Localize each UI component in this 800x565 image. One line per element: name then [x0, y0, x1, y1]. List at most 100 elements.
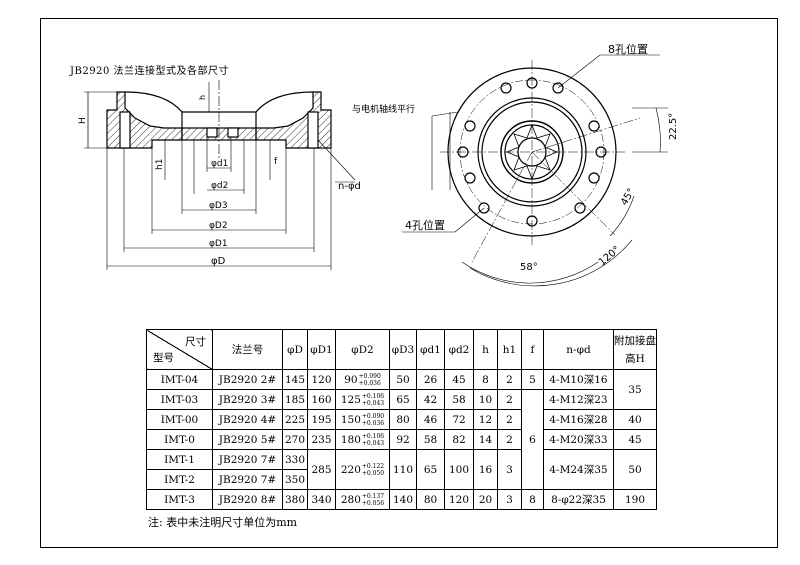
tol-lower: +0.036: [358, 379, 381, 387]
holes4-label: 4孔位置: [405, 218, 445, 232]
cell-D2: 180+0.106+0.043: [335, 429, 390, 450]
cell-d2: 120: [444, 489, 474, 510]
cell-d2: 58: [444, 389, 474, 410]
cell-h: 14: [473, 429, 498, 450]
cell-nd: 4-M24深35: [543, 449, 614, 490]
cell-h1: 3: [497, 489, 522, 510]
angle-58-label: 58°: [520, 262, 538, 273]
header-D1: φD1: [307, 329, 336, 370]
header-flange: 法兰号: [212, 329, 283, 370]
cell-d1: 26: [416, 369, 445, 390]
D2-value: 125: [340, 393, 361, 406]
cell-h1: 3: [497, 449, 522, 490]
cell-d1: 58: [416, 429, 445, 450]
cell-model: IMT-00: [146, 409, 213, 430]
dimension-table: 尺寸 型号 法兰号 φD φD1 φD2 φD3 φd1 φd2 h h1 f …: [146, 329, 657, 510]
drawing-frame: [40, 18, 778, 548]
cell-d2: 45: [444, 369, 474, 390]
front-labels: 8孔位置 4孔位置 与电机轴线平行 22.5° 45° 58° 120°: [352, 42, 679, 273]
cell-h: 16: [473, 449, 498, 490]
cell-extra: 190: [613, 489, 657, 510]
tol-lower: +0.050: [361, 469, 385, 477]
cell-D: 350: [282, 469, 308, 490]
D2-tolerance: +0.106+0.043: [362, 433, 384, 447]
cell-model: IMT-3: [146, 489, 213, 510]
cell-d1: 46: [416, 409, 445, 430]
D3-label: φD3: [209, 201, 228, 211]
nd-label: n-φd: [338, 181, 361, 192]
angle-120-label: 120°: [597, 244, 623, 268]
tol-upper: +0.122: [361, 462, 385, 470]
angle-45-label: 45°: [619, 187, 637, 208]
cell-D: 330: [282, 449, 308, 470]
tol-upper: +0.090: [358, 372, 381, 380]
header-D: φD: [282, 329, 308, 370]
cell-D2: 90+0.090+0.036: [335, 369, 390, 390]
cell-D2: 280+0.137+0.056: [335, 489, 390, 510]
cell-D3: 140: [389, 489, 417, 510]
d1-label: φd1: [211, 159, 228, 169]
cell-D: 145: [282, 369, 308, 390]
cell-D3: 110: [389, 449, 417, 490]
D1-label: φD1: [209, 239, 228, 249]
cell-D: 185: [282, 389, 308, 410]
D2-value: 180: [340, 433, 361, 446]
cell-D: 270: [282, 429, 308, 450]
D2-tolerance: +0.122+0.050: [362, 463, 384, 477]
drawing-title: JB2920 法兰连接型式及各部尺寸: [70, 66, 229, 77]
front-view: [402, 54, 668, 287]
D2-label: φD2: [209, 221, 228, 231]
table-row: IMT-00 JB2920 4# 225 195 150+0.090+0.036…: [146, 409, 657, 430]
header-d2: φd2: [444, 329, 474, 370]
cell-nd: 8-φ22深35: [543, 489, 614, 510]
cell-nd: 4-M20深33: [543, 429, 614, 450]
tol-lower: +0.036: [361, 419, 385, 427]
h-label: h: [198, 95, 207, 100]
cell-model: IMT-2: [146, 469, 213, 490]
cell-D2: 125+0.106+0.043: [335, 389, 390, 410]
cell-D: 225: [282, 409, 308, 430]
header-D2: φD2: [335, 329, 390, 370]
H-label: H: [78, 117, 88, 124]
cell-D1: 160: [307, 389, 336, 410]
cell-d1: 65: [416, 449, 445, 490]
cell-extra: 40: [613, 409, 657, 430]
header-size: 尺寸: [185, 336, 206, 348]
table-row: IMT-3 JB2920 8# 380 340 280+0.137+0.056 …: [146, 489, 657, 510]
parallel-label: 与电机轴线平行: [352, 103, 415, 115]
cell-flange: JB2920 5#: [212, 429, 283, 450]
table-row: IMT-03 JB2920 3# 185 160 125+0.106+0.043…: [146, 389, 657, 490]
cell-d2: 82: [444, 429, 474, 450]
tol-lower: +0.056: [361, 499, 385, 507]
cell-h: 12: [473, 409, 498, 430]
table-row: IMT-04 JB2920 2# 145 120 90+0.090+0.036 …: [146, 369, 657, 410]
section-view: [84, 80, 356, 270]
tol-upper: +0.090: [361, 412, 385, 420]
cell-D1: 285: [307, 449, 336, 490]
cell-flange: JB2920 3#: [212, 389, 283, 410]
cell-flange: JB2920 8#: [212, 489, 283, 510]
D2-value: 150: [340, 413, 361, 426]
holes8-label: 8孔位置: [608, 42, 648, 56]
D2-tolerance: +0.090+0.036: [362, 413, 384, 427]
cell-model: IMT-04: [146, 369, 213, 390]
header-h1: h1: [497, 329, 522, 370]
header-f: f: [521, 329, 544, 370]
cell-model: IMT-1: [146, 449, 213, 470]
cell-D2: 220+0.122+0.050: [335, 449, 390, 490]
table-note: 注: 表中未注明尺寸单位为mm: [148, 516, 298, 529]
cell-extra: 35: [613, 369, 657, 410]
cell-D3: 50: [389, 369, 417, 390]
header-h: h: [473, 329, 498, 370]
tol-upper: +0.137: [361, 492, 385, 500]
cell-model: IMT-03: [146, 389, 213, 410]
cell-h: 10: [473, 389, 498, 410]
header-D3: φD3: [389, 329, 417, 370]
cell-h1: 2: [497, 369, 522, 390]
cell-h1: 2: [497, 409, 522, 430]
tol-upper: +0.106: [361, 392, 385, 400]
cell-flange: JB2920 2#: [212, 369, 283, 390]
table-row: IMT-0 JB2920 5# 270 235 180+0.106+0.043 …: [146, 429, 657, 450]
header-d1: φd1: [416, 329, 445, 370]
